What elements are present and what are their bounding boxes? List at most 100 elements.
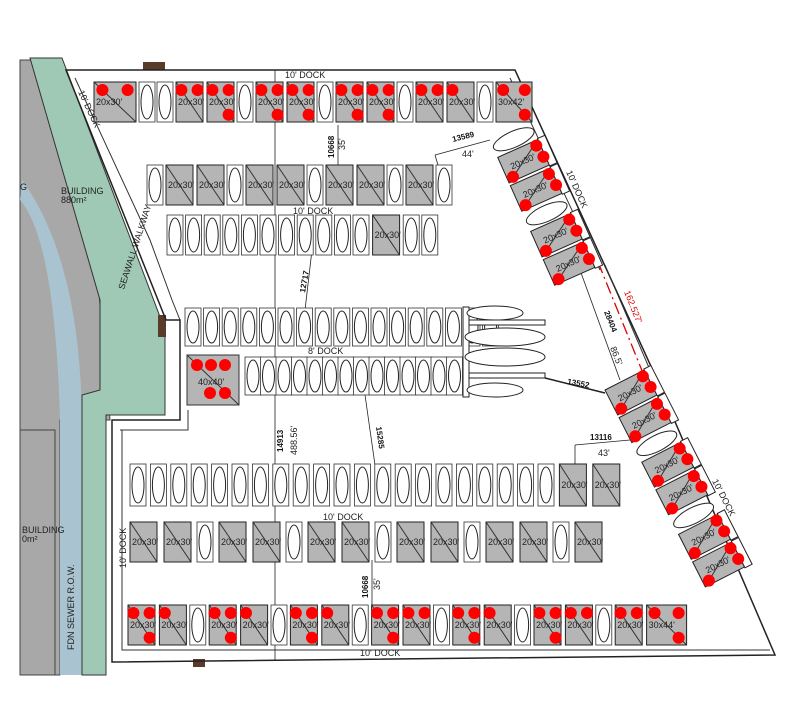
boat-slip[interactable] <box>231 463 249 507</box>
boat-slip[interactable] <box>333 307 351 347</box>
boat-slip[interactable] <box>306 356 324 396</box>
slip[interactable]: 20x30' <box>533 604 563 646</box>
boat-slip[interactable] <box>634 426 680 460</box>
boat-slip[interactable] <box>374 463 392 507</box>
boat-slip[interactable] <box>476 463 494 507</box>
boat-slip[interactable] <box>351 307 369 347</box>
slip[interactable]: 20x30' <box>245 164 275 206</box>
slip[interactable]: 20x30' <box>335 81 365 123</box>
slip[interactable]: 20x30' <box>371 604 400 646</box>
slip[interactable]: 20x30' <box>497 134 558 184</box>
boat-slip[interactable] <box>352 214 370 256</box>
boat-slip[interactable] <box>351 604 369 646</box>
slip[interactable]: 20x30' <box>321 604 350 646</box>
slip[interactable]: 20x30' <box>208 604 238 646</box>
boat-slip[interactable] <box>222 214 240 256</box>
boat-slip[interactable] <box>292 463 310 507</box>
boat-slip[interactable] <box>226 164 244 206</box>
slip[interactable]: 20x30' <box>356 164 386 206</box>
boat-slip[interactable] <box>211 463 229 507</box>
boat-slip[interactable] <box>496 463 514 507</box>
boat-slip[interactable] <box>415 463 433 507</box>
boat-slip[interactable] <box>374 521 392 563</box>
slip[interactable]: 20x30' <box>307 521 337 563</box>
boat-slip[interactable] <box>221 307 239 347</box>
slip[interactable]: 20x30' <box>430 521 460 563</box>
slip[interactable]: 20x30' <box>530 208 591 258</box>
boat-slip[interactable] <box>313 463 331 507</box>
boat-slip[interactable] <box>476 81 494 123</box>
boat-slip[interactable] <box>399 356 417 396</box>
boat-slip[interactable] <box>129 463 147 507</box>
slip[interactable]: 20x30' <box>405 164 435 206</box>
boat-slip[interactable] <box>552 521 570 563</box>
boat-slip[interactable] <box>394 463 412 507</box>
slip[interactable]: 20x30' <box>396 521 426 563</box>
boat-slip[interactable] <box>514 604 531 646</box>
boat-slip[interactable] <box>370 307 388 347</box>
boat-slip[interactable] <box>314 307 332 347</box>
boat-slip[interactable] <box>430 356 448 396</box>
boat-slip[interactable] <box>415 356 432 396</box>
boat-slip[interactable] <box>170 463 188 507</box>
boat-slip[interactable] <box>260 356 277 396</box>
slip[interactable]: 20x30' <box>574 521 604 563</box>
boat-slip[interactable] <box>444 307 462 347</box>
boat-slip[interactable] <box>146 164 164 206</box>
boat-slip[interactable] <box>185 214 203 256</box>
boat-slip[interactable] <box>407 307 425 347</box>
slip[interactable]: 20x30' <box>163 521 193 563</box>
boat-slip[interactable] <box>316 81 334 123</box>
slip[interactable]: 20x30' <box>604 364 666 417</box>
boat-slip[interactable] <box>244 356 262 396</box>
boat-slip[interactable] <box>432 604 450 646</box>
slip[interactable]: 20x30' <box>129 521 159 563</box>
boat-slip[interactable] <box>396 81 414 123</box>
slip[interactable]: 20x30' <box>255 81 285 123</box>
slip[interactable]: 20x30' <box>158 604 188 646</box>
slip[interactable]: 30x44' <box>646 604 688 646</box>
boat-slip[interactable] <box>333 214 351 256</box>
slip[interactable]: 20x30' <box>452 604 481 646</box>
boat-slip[interactable] <box>240 214 258 256</box>
slip-40x40[interactable]: 40x40' <box>186 354 240 406</box>
slip[interactable]: 20x30' <box>542 236 604 287</box>
boat-slip[interactable] <box>517 463 534 507</box>
slip[interactable]: 20x30' <box>289 604 319 646</box>
slip[interactable]: 20x30' <box>558 463 588 507</box>
boat-slip[interactable] <box>240 307 258 347</box>
slip[interactable]: 20x30' <box>485 521 515 563</box>
slip[interactable]: 20x30' <box>372 214 402 256</box>
boat-slip[interactable] <box>523 197 570 230</box>
slip[interactable]: 20x30' <box>341 521 371 563</box>
boat-slip[interactable] <box>166 214 184 256</box>
boat-slip[interactable] <box>455 463 473 507</box>
slip[interactable]: 20x30' <box>196 164 226 206</box>
boat-slip[interactable] <box>463 521 481 563</box>
boat-slip[interactable] <box>306 164 324 206</box>
boat-slip[interactable] <box>595 604 613 646</box>
slip[interactable]: 20x30' <box>446 81 476 123</box>
boat-slip[interactable] <box>296 307 314 347</box>
boat-slip[interactable] <box>203 307 221 347</box>
boat-slip[interactable] <box>203 214 221 256</box>
boat-slip[interactable] <box>384 356 401 396</box>
boat-slip[interactable] <box>353 463 371 507</box>
boat-slip[interactable] <box>149 463 167 507</box>
boat-slip[interactable] <box>190 463 208 507</box>
boat-slip[interactable] <box>156 81 174 123</box>
boat-slip[interactable] <box>333 463 351 507</box>
boat-slip[interactable] <box>236 81 254 123</box>
boat-slip[interactable] <box>285 521 303 563</box>
boat-slip[interactable] <box>389 307 407 347</box>
boat-slip[interactable] <box>435 164 453 206</box>
boat-slip[interactable] <box>421 214 439 256</box>
slip[interactable]: 30x42' <box>495 81 533 123</box>
slip[interactable]: 20x30' <box>276 164 306 206</box>
slip[interactable]: 20x30' <box>240 604 269 646</box>
slip[interactable]: 20x30' <box>519 521 549 563</box>
boat-slip[interactable] <box>315 214 333 256</box>
slip[interactable]: 20x30' <box>165 164 195 206</box>
boat-slip[interactable] <box>537 463 555 507</box>
slip[interactable]: 20x30' <box>415 81 445 123</box>
